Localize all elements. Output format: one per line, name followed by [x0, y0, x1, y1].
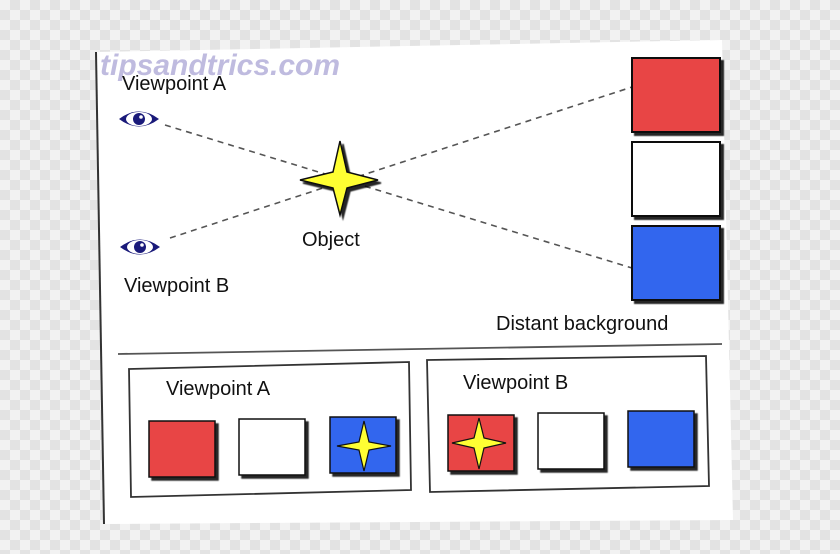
viewpoint-a-label: Viewpoint A — [122, 73, 227, 95]
viewpoint-b-panel — [426, 355, 710, 493]
eye-icon — [120, 239, 160, 255]
sight-line-a — [164, 124, 633, 269]
eye-a-pupil — [133, 113, 145, 125]
section-divider — [117, 343, 723, 355]
background-red-square — [631, 57, 721, 133]
panel-a-title: Viewpoint A — [166, 378, 271, 400]
eye-a-glint — [139, 115, 143, 119]
star-icon — [451, 417, 507, 470]
panel-a-red-square — [148, 420, 216, 478]
panel-b-blue-square — [627, 410, 695, 468]
eye-b-pupil — [134, 241, 146, 253]
star-icon — [336, 420, 392, 472]
sight-line-b — [169, 86, 633, 239]
viewpoint-b-label: Viewpoint B — [124, 275, 229, 297]
star-icon — [299, 140, 379, 218]
background-blue-square — [631, 225, 721, 301]
eye-icon — [119, 111, 159, 127]
distant-background-label: Distant background — [496, 313, 668, 335]
panel-b-title: Viewpoint B — [463, 372, 568, 394]
panel-b-white-square — [537, 412, 605, 470]
eye-b-glint — [140, 243, 144, 247]
viewpoint-a-panel — [128, 361, 412, 498]
watermark-text: tipsandtrics.com — [100, 49, 340, 82]
diagram-sheet — [96, 40, 733, 524]
object-label: Object — [302, 229, 360, 251]
background-white-square — [631, 141, 721, 217]
sheet-left-edge — [95, 51, 105, 525]
panel-a-white-square — [238, 418, 306, 476]
